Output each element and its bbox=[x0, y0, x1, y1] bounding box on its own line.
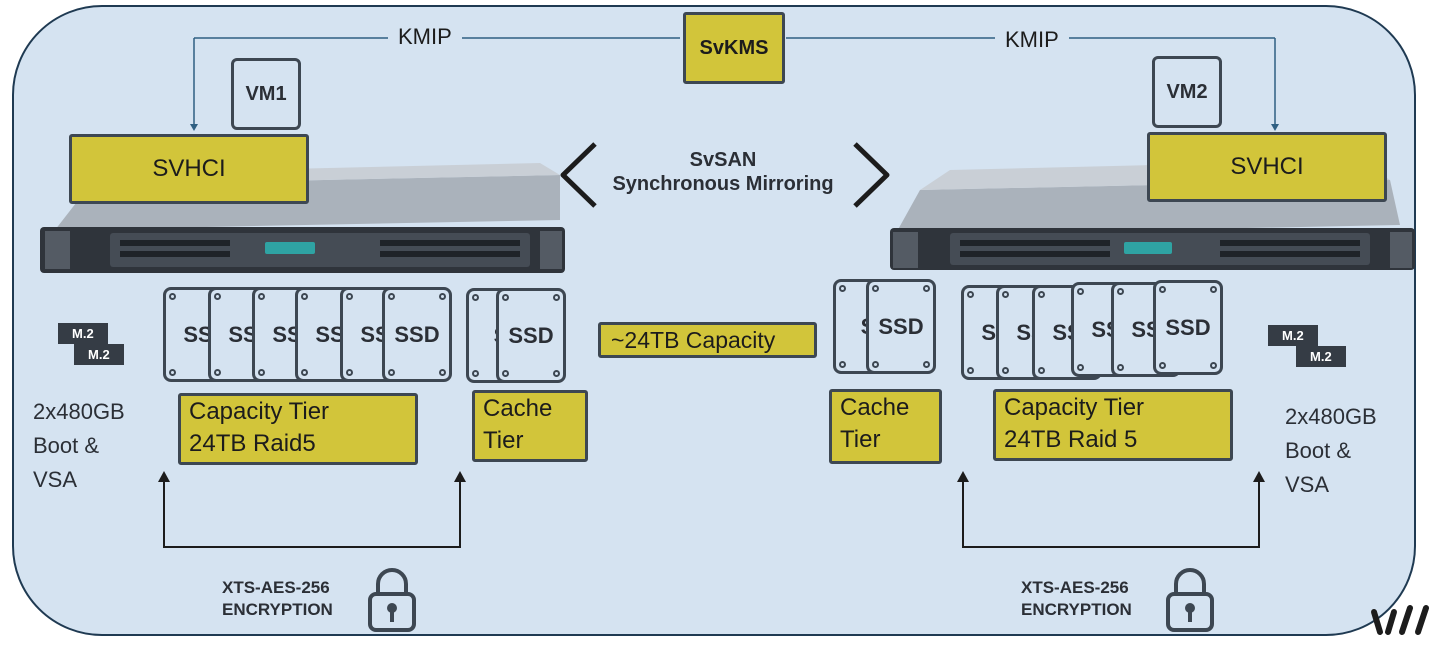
encryption-right-line2: ENCRYPTION bbox=[1021, 600, 1132, 619]
encryption-label-left: XTS-AES-256 ENCRYPTION bbox=[222, 577, 333, 621]
lock-icon bbox=[368, 568, 416, 632]
ssd-drive-label: SSD bbox=[508, 322, 554, 348]
capacity-tier-right: Capacity Tier 24TB Raid 5 bbox=[993, 389, 1233, 461]
ssd-drive-label: SSD bbox=[394, 321, 440, 347]
boot-left-line3: VSA bbox=[33, 467, 78, 492]
cache-tier-right-line1: Cache bbox=[840, 394, 910, 421]
kmip-label-left: KMIP bbox=[388, 24, 462, 50]
ssd-drive-label: SSD bbox=[1165, 314, 1211, 340]
m2-module-left-1: M.2 bbox=[58, 323, 108, 344]
cache-tier-right-line2: Tier bbox=[840, 426, 881, 453]
encryption-left-line2: ENCRYPTION bbox=[222, 600, 333, 619]
cache-tier-left-line2: Tier bbox=[483, 427, 524, 454]
m2-module-right-1: M.2 bbox=[1268, 325, 1318, 346]
capacity-tier-right-line2: 24TB Raid 5 bbox=[1004, 426, 1138, 453]
boot-left-line2: Boot & bbox=[33, 433, 100, 458]
boot-right-line3: VSA bbox=[1285, 472, 1330, 497]
mirroring-arrows bbox=[560, 142, 890, 208]
mirroring-subtitle: Synchronous Mirroring bbox=[612, 173, 834, 195]
boot-right-line2: Boot & bbox=[1285, 438, 1352, 463]
capacity-tier-left-line1: Capacity Tier bbox=[189, 398, 330, 425]
boot-right-line1: 2x480GB bbox=[1285, 404, 1377, 429]
ssd-drive-label: SS bbox=[183, 321, 213, 347]
cache-tier-left-line1: Cache bbox=[483, 395, 553, 422]
cache-tier-right: Cache Tier bbox=[829, 389, 942, 464]
ssd-drive: SSD bbox=[382, 287, 452, 382]
encryption-left-line1: XTS-AES-256 bbox=[222, 578, 330, 597]
ssd-drive: SSD bbox=[866, 279, 936, 374]
mirroring-label: SvSAN Synchronous Mirroring bbox=[590, 148, 856, 196]
ssd-drive-label: SS bbox=[315, 321, 345, 347]
capacity-tier-right-line1: Capacity Tier bbox=[1004, 394, 1145, 421]
capacity-tier-left-line2: 24TB Raid5 bbox=[189, 430, 316, 457]
encryption-right-line1: XTS-AES-256 bbox=[1021, 578, 1129, 597]
vm1-box: VM1 bbox=[231, 58, 301, 130]
m2-module-right-2: M.2 bbox=[1296, 346, 1346, 367]
svhci-box-left: SVHCI bbox=[69, 134, 309, 204]
lock-icon bbox=[1166, 568, 1214, 632]
brand-logo-icon bbox=[1371, 605, 1429, 635]
encryption-label-right: XTS-AES-256 ENCRYPTION bbox=[1021, 577, 1132, 621]
svkms-box: SvKMS bbox=[683, 12, 785, 84]
ssd-drive: SSD bbox=[1153, 280, 1223, 375]
capacity-label: ~24TB Capacity bbox=[598, 322, 817, 358]
boot-label-right: 2x480GB Boot & VSA bbox=[1285, 400, 1377, 502]
kmip-label-right: KMIP bbox=[995, 27, 1069, 53]
boot-left-line1: 2x480GB bbox=[33, 399, 125, 424]
vm2-box: VM2 bbox=[1152, 56, 1222, 128]
m2-module-left-2: M.2 bbox=[74, 344, 124, 365]
svhci-box-right: SVHCI bbox=[1147, 132, 1387, 202]
ssd-drive-label: SSD bbox=[878, 313, 924, 339]
boot-label-left: 2x480GB Boot & VSA bbox=[33, 395, 125, 497]
ssd-drive: SSD bbox=[496, 288, 566, 383]
cache-tier-left: Cache Tier bbox=[472, 390, 588, 462]
capacity-tier-left: Capacity Tier 24TB Raid5 bbox=[178, 393, 418, 465]
mirroring-title: SvSAN bbox=[689, 149, 757, 171]
